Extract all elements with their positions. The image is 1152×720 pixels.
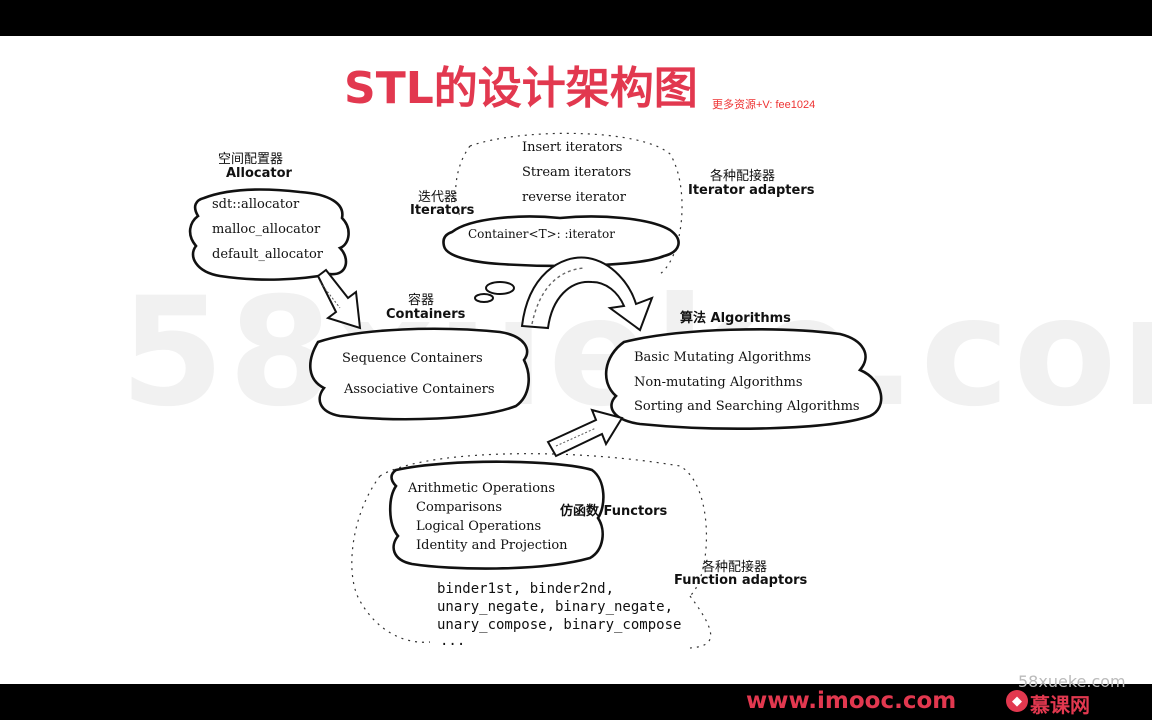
functor-item: Identity and Projection (416, 538, 568, 553)
algorithm-item: Non-mutating Algorithms (634, 375, 803, 390)
brand-name: 慕课网 (1030, 693, 1090, 717)
allocator-cn-label: 空间配置器 (218, 152, 284, 167)
functor-region-outline (351, 453, 712, 649)
stl-architecture-diagram (188, 132, 883, 649)
containers-cloud (309, 327, 530, 421)
allocator-item: sdt::allocator (212, 197, 300, 212)
containers-en-label: Containers (386, 307, 466, 322)
thought-bubble-large (485, 281, 515, 295)
containers-cn-label: 容器 (408, 293, 435, 308)
corner-watermark: 58xueke.com (1018, 672, 1126, 691)
functor-item: Comparisons (416, 500, 503, 515)
slide: 58xueke.com STL的设计架构图 更多资源+V: fee1024 (0, 36, 1152, 684)
functors-label: 仿函数 Functors (560, 504, 668, 519)
function-adaptors-cn-label: 各种配接器 (702, 560, 768, 575)
container-iterator-label: Container<T>: :iterator (468, 227, 615, 241)
iterator-cloud (442, 215, 680, 268)
adaptor-line: unary_negate, binary_negate, (437, 599, 674, 615)
iterator-item: Insert iterators (522, 140, 623, 155)
slide-title: STL的设计架构图 (344, 63, 698, 114)
iterators-cn-label: 迭代器 (418, 190, 458, 205)
allocator-en-label: Allocator (226, 166, 292, 181)
functors-cloud (388, 460, 605, 570)
bottom-letterbox (0, 684, 1152, 720)
resource-note: 更多资源+V: fee1024 (712, 99, 816, 111)
top-letterbox (0, 0, 1152, 36)
algorithms-label: 算法 Algorithms (680, 311, 791, 326)
arrow-functors-to-algorithms (546, 408, 624, 458)
adaptor-line: unary_compose, binary_compose (437, 617, 682, 633)
thought-bubble-small (474, 293, 494, 303)
algorithms-cloud (604, 328, 883, 430)
flame-logo-icon: ◆ (1006, 690, 1028, 712)
arrow-allocator-to-containers (316, 268, 362, 330)
container-item: Sequence Containers (342, 351, 483, 366)
function-adaptors-en-label: Function adaptors (674, 573, 808, 588)
iterator-adapters-en-label: Iterator adapters (688, 183, 815, 198)
iterator-item: reverse iterator (522, 190, 626, 205)
iterator-item: Stream iterators (522, 165, 632, 180)
allocator-item: malloc_allocator (212, 222, 321, 237)
adaptor-line: binder1st, binder2nd, (437, 581, 615, 597)
container-item: Associative Containers (344, 382, 495, 397)
allocator-item: default_allocator (212, 247, 324, 262)
functor-item: Arithmetic Operations (408, 481, 556, 496)
algorithm-item: Sorting and Searching Algorithms (634, 399, 860, 414)
arrow-iterator-bridge (520, 256, 654, 332)
site-url: www.imooc.com (746, 688, 957, 714)
iterator-adapters-cn-label: 各种配接器 (710, 169, 776, 184)
algorithm-item: Basic Mutating Algorithms (634, 350, 812, 365)
functor-item: Logical Operations (416, 519, 542, 534)
adaptor-ellipsis: ... (440, 633, 466, 649)
iterators-en-label: Iterators (410, 203, 475, 218)
